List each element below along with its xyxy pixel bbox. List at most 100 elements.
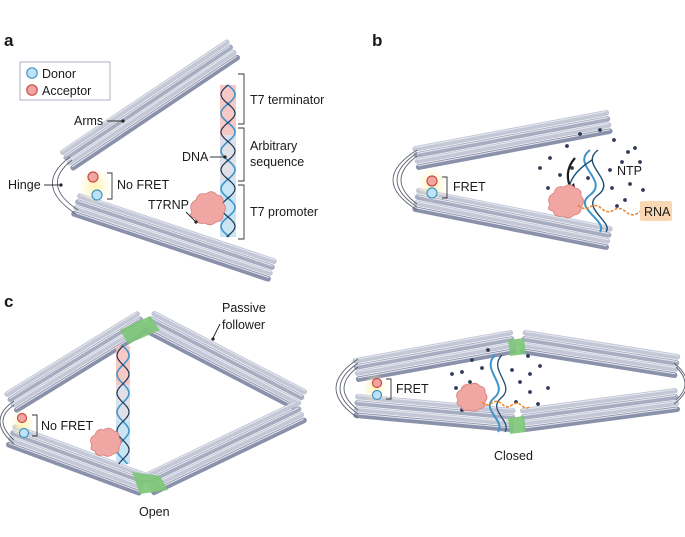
t7rnp-enzyme-b [548, 184, 584, 219]
ntp-dot [536, 402, 540, 406]
donor-dye-c-closed [371, 389, 383, 401]
arm-cylinder [355, 348, 517, 382]
arm-cylinder [519, 348, 678, 378]
arm-cylinder [151, 417, 307, 496]
dna-strand-c-1 [488, 354, 501, 433]
ntp-dot [538, 364, 542, 368]
arm-cylinder [414, 122, 612, 164]
arm-highlight [10, 437, 142, 487]
arm-cylinder [148, 316, 305, 401]
arm-cylinder [75, 199, 275, 270]
arm-highlight [354, 330, 511, 360]
arm-cylinder [10, 321, 147, 408]
arm-cylinder [413, 200, 611, 244]
passive-label-2: follower [222, 318, 265, 332]
ntp-dot [638, 160, 642, 164]
closed-green-joints [508, 338, 526, 434]
arm-cylinder [412, 110, 610, 152]
arm-highlight [13, 431, 145, 481]
helix-section [220, 135, 236, 181]
open-hinge [0, 400, 15, 445]
arm-cylinder [353, 336, 515, 370]
arm-cylinder [519, 387, 678, 414]
arm-cylinder [145, 321, 302, 406]
arm-cylinder [151, 310, 308, 395]
no-fret-bracket-a [107, 172, 113, 200]
ntp-dot [486, 348, 490, 352]
t7rnp-enzyme-c-open [90, 427, 122, 457]
arm-cylinder [353, 406, 515, 426]
fret-bracket-c [386, 378, 392, 400]
arm-highlight [414, 110, 607, 148]
ntp-dot [546, 186, 550, 190]
arm-highlight [523, 343, 677, 369]
acceptor-dye-c-closed [371, 377, 383, 389]
arm-highlight [418, 189, 611, 229]
hinge-label: Hinge [8, 178, 41, 192]
t7-terminator-label: T7 terminator [250, 93, 324, 107]
arm-cylinder [521, 336, 680, 366]
arm-highlight [147, 407, 299, 481]
arm-cylinder [142, 327, 299, 412]
arm-cylinder [413, 116, 611, 158]
arm-highlight [523, 401, 677, 423]
no-fret-bracket-c [32, 414, 38, 437]
legend-acceptor-label: Acceptor [42, 84, 91, 98]
arm-highlight [355, 413, 512, 429]
arm-highlight [356, 407, 513, 423]
closed-hinge-right [673, 362, 685, 405]
arm-cylinder [66, 49, 237, 166]
dye-glow-a [79, 168, 111, 204]
arm-highlight [15, 328, 147, 410]
helix-strand [116, 345, 130, 465]
arm-highlight [64, 45, 230, 157]
arm-cylinder [521, 400, 680, 426]
open-upper-right-arm [142, 310, 308, 412]
acceptor-dye-b [426, 175, 438, 187]
arm-highlight [9, 317, 141, 399]
arm-highlight [77, 200, 273, 267]
dna-helix-c-open [116, 345, 130, 465]
ntp-dot [598, 128, 602, 132]
t7rnp-enzyme-c-closed [456, 382, 488, 412]
donor-dye-a [91, 189, 103, 201]
arm-highlight [75, 206, 271, 273]
arm-cylinder [7, 316, 144, 403]
ntp-dot [528, 390, 532, 394]
promoter-bracket [238, 184, 245, 240]
closed-label: Closed [494, 449, 533, 463]
arm-cylinder [415, 128, 613, 170]
ntp-dot [620, 160, 624, 164]
arm-cylinder [522, 330, 681, 360]
helix-strand [220, 84, 236, 238]
arm-highlight [148, 323, 300, 403]
arm-highlight [151, 317, 303, 397]
donor-dye-b [426, 187, 438, 199]
ntp-dot [608, 168, 612, 172]
legend: Donor Acceptor [19, 61, 111, 101]
arm-highlight [524, 407, 678, 429]
open-lower-right-arm [143, 400, 307, 496]
arm-highlight [68, 50, 234, 162]
panel-label-b: b [372, 31, 382, 50]
ntp-dot [480, 366, 484, 370]
arbitrary-label-2: sequence [250, 155, 304, 169]
arm-cylinder [145, 406, 302, 485]
arm-cylinder [354, 400, 516, 420]
dna-strand-c-2 [496, 354, 507, 433]
arms-label: Arms [74, 114, 103, 128]
arm-highlight [357, 349, 514, 379]
acceptor-dye-c-open [16, 412, 28, 424]
arm-cylinder [353, 412, 514, 433]
dna-strand-b-2 [591, 149, 608, 233]
upper-arm-b [412, 110, 613, 170]
helix-section [220, 85, 236, 136]
open-label: Open [139, 505, 170, 519]
arm-highlight [152, 418, 304, 492]
arm-cylinder [355, 393, 516, 414]
closed-lower-right-arm [519, 387, 681, 433]
arm-cylinder [412, 206, 609, 250]
arm-highlight [524, 337, 678, 363]
arm-cylinder [63, 44, 234, 161]
